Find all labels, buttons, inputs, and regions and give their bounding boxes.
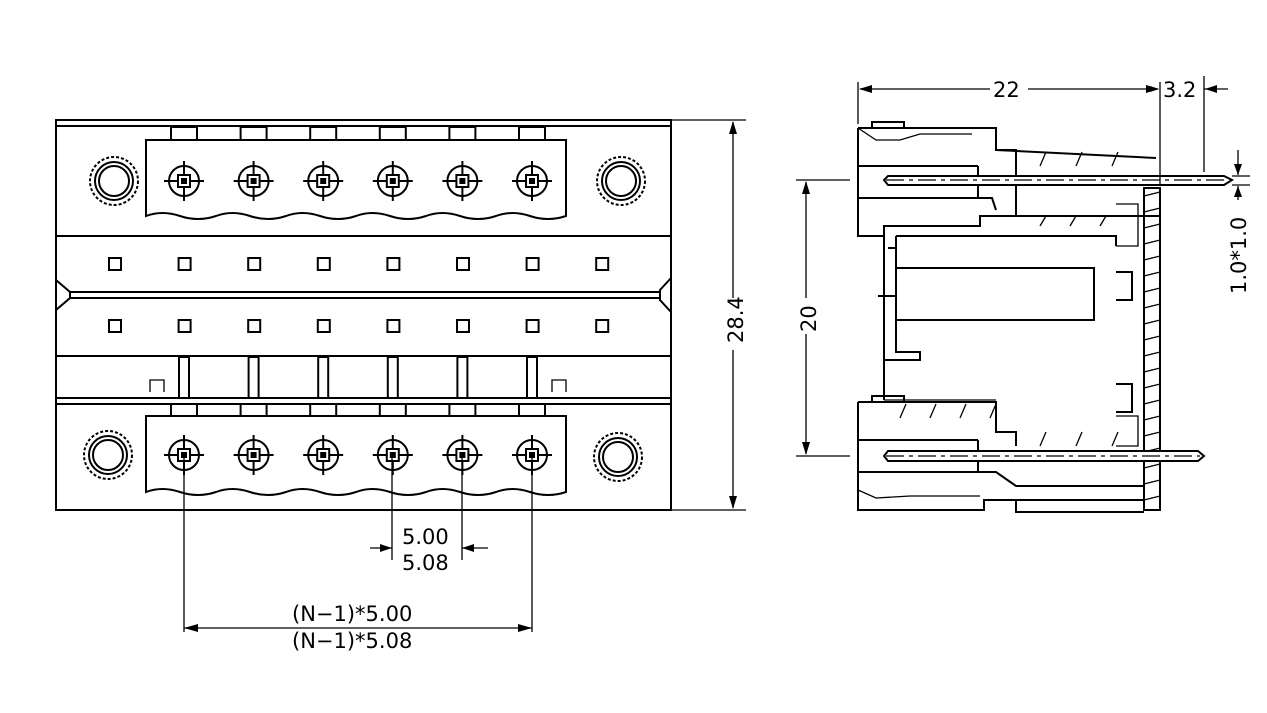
bottom-latch-tabs xyxy=(170,403,546,417)
support-post xyxy=(247,356,260,399)
pin-size-label: 1.0*1.0 xyxy=(1227,217,1251,294)
bottom-pin-row xyxy=(164,435,552,475)
latch-tab xyxy=(518,126,546,141)
pitch-label-a: 5.00 xyxy=(402,525,449,549)
label-square xyxy=(316,319,331,333)
mounting-screw-bottom-left xyxy=(83,430,133,480)
span-label-b: (N−1)*5.08 xyxy=(292,629,412,653)
label-square xyxy=(108,319,122,333)
label-square xyxy=(456,319,470,333)
support-post xyxy=(386,356,399,399)
label-square xyxy=(177,319,192,333)
header-wall-ticks xyxy=(1143,191,1161,501)
label-square xyxy=(316,257,331,271)
label-square-row-2 xyxy=(108,319,610,333)
side-view xyxy=(857,121,1235,513)
support-posts xyxy=(178,356,538,399)
pin-spacing-label: 20 xyxy=(797,305,821,332)
top-pin xyxy=(512,161,552,201)
top-pin xyxy=(372,161,413,201)
latch-tab xyxy=(378,126,407,141)
top-pin xyxy=(233,161,274,201)
latch-tab xyxy=(448,403,477,417)
latch-tab xyxy=(239,403,268,417)
bottom-pin xyxy=(303,435,344,475)
latch-tab xyxy=(239,126,268,141)
top-pin xyxy=(303,161,344,201)
support-post xyxy=(317,356,330,399)
front-body-outline xyxy=(55,119,672,511)
label-square xyxy=(108,257,122,271)
front-dimensions: 28.4 5.00 5.08 (N−1)*5.00 (N−1)*5.08 xyxy=(183,119,748,653)
pitch-label-b: 5.08 xyxy=(402,551,449,575)
left-latch xyxy=(55,279,71,311)
label-square xyxy=(386,257,401,271)
label-square xyxy=(525,319,540,333)
latch-tab xyxy=(170,126,198,141)
latch-tab xyxy=(518,403,546,417)
top-pin-row xyxy=(164,161,552,201)
span-label-a: (N−1)*5.00 xyxy=(292,602,412,626)
latch-tab xyxy=(309,403,338,417)
label-square xyxy=(247,319,262,333)
lower-hatch xyxy=(899,403,1119,447)
mounting-screw-bottom-right xyxy=(593,432,643,482)
overall-height-label: 28.4 xyxy=(724,296,748,343)
upper-hatch xyxy=(1039,151,1119,227)
support-post xyxy=(456,356,469,399)
top-pin xyxy=(442,161,483,201)
bottom-pin xyxy=(233,435,274,475)
upper-pin xyxy=(882,175,1235,186)
label-square-row-1 xyxy=(108,257,610,271)
mounting-screw-top-right xyxy=(596,156,646,206)
top-terminal-block xyxy=(145,139,567,220)
label-square xyxy=(595,257,610,271)
label-square xyxy=(177,257,192,271)
support-post xyxy=(526,356,538,399)
latch-tab xyxy=(448,126,477,141)
latch-tab xyxy=(378,403,407,417)
front-view xyxy=(55,119,672,511)
latch-tab xyxy=(170,403,198,417)
lower-pin xyxy=(882,450,1206,462)
label-square xyxy=(247,257,262,271)
right-latch xyxy=(659,277,672,313)
bottom-terminal-block xyxy=(145,415,567,496)
label-square xyxy=(595,319,610,333)
top-pin xyxy=(164,161,204,201)
support-post xyxy=(178,356,190,399)
bottom-pin xyxy=(372,435,413,475)
label-square xyxy=(386,319,401,333)
side-dimensions: 22 3.2 20 1.0*1.0 xyxy=(796,76,1251,457)
side-depth-label: 22 xyxy=(993,78,1020,102)
label-square xyxy=(525,257,540,271)
mounting-screw-top-left xyxy=(89,156,139,206)
top-latch-tabs xyxy=(170,126,546,141)
latch-tab xyxy=(309,126,338,141)
label-square xyxy=(456,257,470,271)
side-offset-label: 3.2 xyxy=(1163,78,1196,102)
header-wall xyxy=(1143,187,1161,511)
